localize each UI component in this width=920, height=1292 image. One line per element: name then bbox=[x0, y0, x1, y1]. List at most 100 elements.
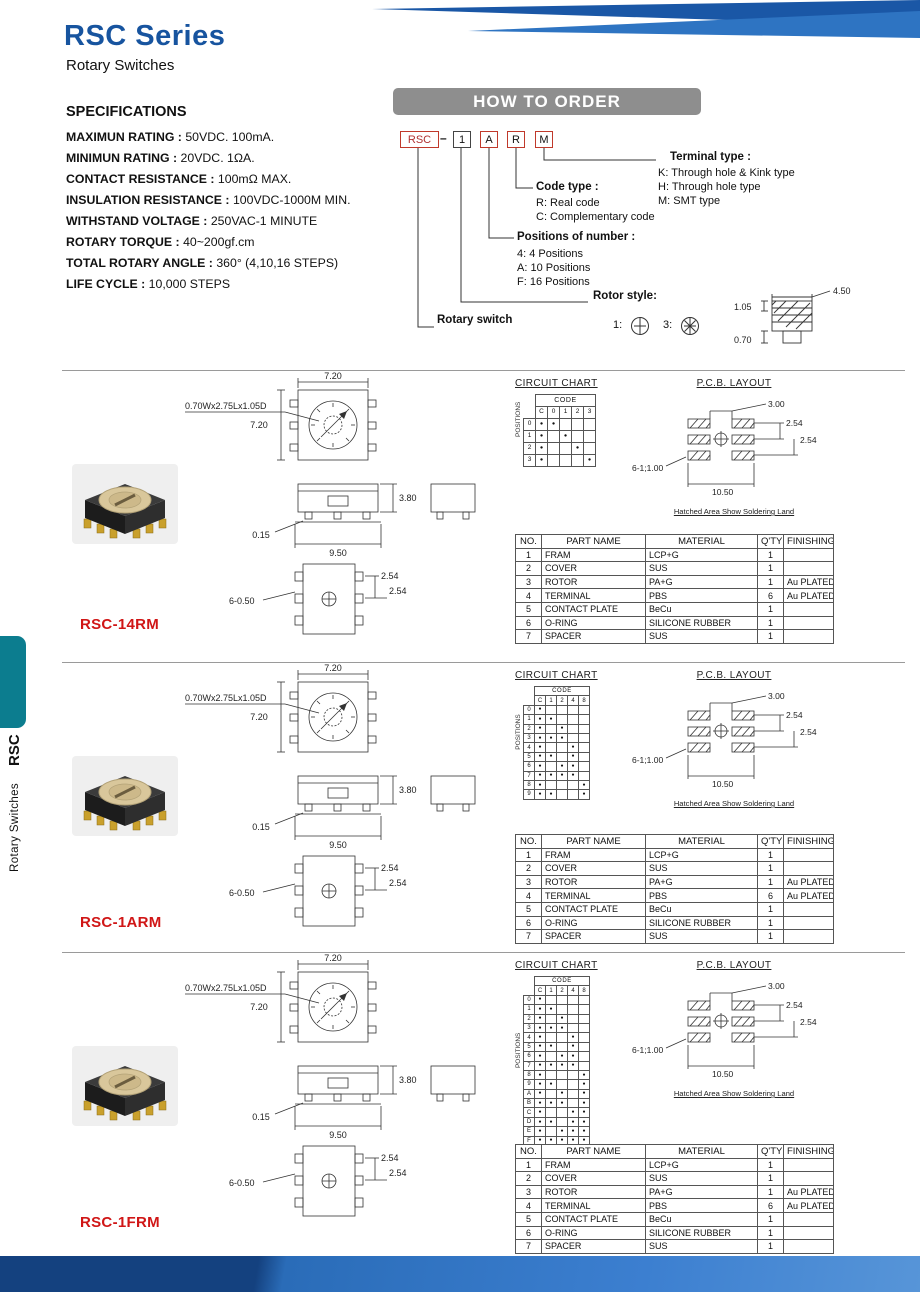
cc-rowlabel: C bbox=[523, 1107, 535, 1118]
technical-drawing: 7.20 7.20 0.70Wx2.75Lx1.05D 3.80 0.15 9.… bbox=[185, 664, 476, 927]
cc-rowlabel: 1 bbox=[523, 430, 536, 443]
cc-rowlabel: 7 bbox=[523, 770, 535, 781]
pcb-dim-total: 10.50 bbox=[712, 487, 734, 497]
pt-cell: 2 bbox=[515, 861, 542, 876]
cc-dot: ● bbox=[534, 779, 546, 791]
cc-dot: ● bbox=[534, 1098, 546, 1109]
cc-dot bbox=[559, 442, 572, 455]
cc-dot: ● bbox=[556, 723, 568, 734]
pcb-note: Hatched Area Show Soldering Land bbox=[673, 799, 795, 808]
cc-dot bbox=[556, 1032, 568, 1043]
product-photo bbox=[72, 756, 178, 836]
pt-cell: SUS bbox=[645, 929, 758, 944]
cc-rowlabel: 7 bbox=[523, 1060, 535, 1071]
cc-rowlabel: 4 bbox=[523, 742, 535, 753]
pt-cell: 1 bbox=[515, 847, 542, 863]
cc-dot bbox=[556, 779, 568, 791]
dim-pitch-a: 2.54 bbox=[381, 1153, 399, 1163]
cc-dot bbox=[578, 751, 590, 763]
pt-cell: 1 bbox=[757, 561, 784, 576]
spec-item-label: WITHSTAND VOLTAGE : bbox=[66, 214, 208, 228]
cc-dot: ● bbox=[534, 1116, 546, 1128]
product-section: RSC-1ARM bbox=[0, 662, 920, 952]
circuit-chart-title: CIRCUIT CHART bbox=[515, 378, 598, 389]
pt-cell: LCP+G bbox=[645, 1157, 758, 1173]
dim-pin-offset: 0.15 bbox=[252, 530, 270, 540]
spec-item: WITHSTAND VOLTAGE : 250VAC-1 MINUTE bbox=[66, 211, 396, 232]
order-option: M: SMT type bbox=[658, 195, 721, 207]
cc-rowlabel: D bbox=[523, 1116, 535, 1128]
pt-cell: 2 bbox=[515, 561, 542, 576]
pt-cell bbox=[783, 1225, 834, 1241]
cc-dot bbox=[556, 1069, 568, 1081]
pt-cell: FRAM bbox=[541, 547, 646, 563]
cc-head: 4 bbox=[567, 695, 579, 706]
cc-dot: ● bbox=[567, 770, 579, 781]
cc-dot: ● bbox=[534, 1069, 546, 1081]
pt-cell: 1 bbox=[757, 601, 784, 617]
how-to-order-banner: HOW TO ORDER bbox=[393, 88, 701, 115]
cc-dot bbox=[567, 1022, 579, 1034]
pt-cell: SILICONE RUBBER bbox=[645, 1225, 758, 1241]
cc-dot: ● bbox=[547, 418, 560, 431]
pt-cell: 5 bbox=[515, 601, 542, 617]
rotor-style-3-icon bbox=[681, 317, 699, 335]
pt-cell: TERMINAL bbox=[541, 588, 646, 603]
bottom-decoration-bar bbox=[0, 1256, 920, 1292]
pt-cell: CONTACT PLATE bbox=[541, 1211, 646, 1227]
pt-cell: BeCu bbox=[645, 601, 758, 617]
pcb-layout-drawing: 3.00 2.54 2.54 6-1;1.00 10.50 bbox=[632, 399, 817, 497]
pt-cell bbox=[783, 561, 834, 576]
pt-cell: Au PLATED bbox=[783, 874, 834, 890]
cc-dot bbox=[578, 704, 590, 716]
cc-rowlabel: 9 bbox=[523, 1079, 535, 1090]
cc-head: 2 bbox=[556, 695, 568, 706]
spec-item-label: ROTARY TORQUE : bbox=[66, 235, 180, 249]
rotor-dim-ridge: 1.05 bbox=[734, 302, 752, 312]
pt-cell: O-RING bbox=[541, 615, 646, 631]
cc-dot bbox=[571, 418, 584, 431]
pt-cell: ROTOR bbox=[541, 1184, 646, 1200]
cc-dot: ● bbox=[556, 770, 568, 781]
pt-head: FINISHING bbox=[783, 834, 834, 849]
pt-cell: 4 bbox=[515, 888, 542, 903]
cc-dot bbox=[567, 1079, 579, 1090]
dim-side-height: 7.20 bbox=[250, 420, 268, 430]
cc-rowlabel: 4 bbox=[523, 1032, 535, 1043]
cc-rowlabel: 2 bbox=[523, 442, 536, 455]
pt-cell: Au PLATED bbox=[783, 574, 834, 590]
order-code-series-box: RSC bbox=[400, 131, 439, 148]
cc-head: 1 bbox=[559, 406, 572, 419]
pt-head: NO. bbox=[515, 1144, 542, 1159]
pt-cell: 1 bbox=[757, 574, 784, 590]
cc-dot bbox=[567, 1088, 579, 1100]
cc-dot: ● bbox=[583, 454, 596, 467]
cc-dot: ● bbox=[545, 1116, 557, 1128]
cc-dot: ● bbox=[534, 742, 546, 753]
cc-dot bbox=[545, 1013, 557, 1024]
pt-cell: PA+G bbox=[645, 1184, 758, 1200]
cc-dot: ● bbox=[556, 1022, 568, 1034]
cc-dot: ● bbox=[545, 789, 557, 800]
pt-cell: 6 bbox=[757, 888, 784, 903]
cc-dot bbox=[556, 742, 568, 753]
cc-dot: ● bbox=[567, 1116, 579, 1128]
pt-cell bbox=[783, 629, 834, 644]
pcb-layout: P.C.B. LAYOUT bbox=[628, 670, 840, 808]
dim-pin-size: 6-0.50 bbox=[229, 1178, 255, 1188]
order-option: K: Through hole & Kink type bbox=[658, 167, 795, 179]
cc-rowlabel: 3 bbox=[523, 732, 535, 744]
cc-dot: ● bbox=[578, 1098, 590, 1109]
pt-cell: 1 bbox=[757, 615, 784, 631]
pcb-dim-holes: 6-1;1.00 bbox=[632, 755, 663, 765]
cc-dot: ● bbox=[534, 732, 546, 744]
cc-dot bbox=[556, 789, 568, 800]
dim-top-width: 7.20 bbox=[324, 954, 342, 963]
pcb-layout-drawing: 3.00 2.54 2.54 6-1;1.00 10.50 bbox=[632, 981, 817, 1079]
pt-cell: Au PLATED bbox=[783, 1198, 834, 1213]
cc-dot bbox=[583, 442, 596, 455]
cc-dot: ● bbox=[534, 770, 546, 781]
page-title: RSC Series bbox=[64, 20, 226, 52]
